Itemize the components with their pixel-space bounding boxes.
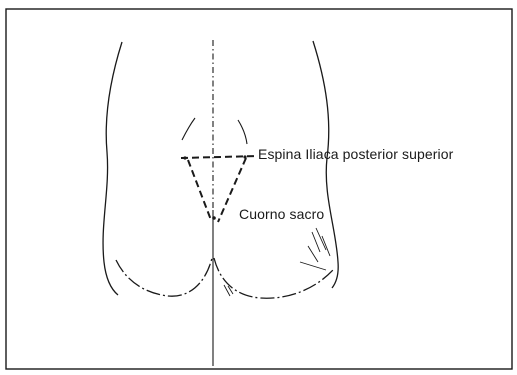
label-posterior-superior-iliac-spine: Espina Iliaca posterior superior [258, 146, 453, 162]
triangle-left-leg [188, 160, 211, 220]
left-body-contour [103, 42, 122, 295]
sacral-cornu-marker [212, 216, 216, 220]
figure-frame [6, 9, 512, 369]
gluteal-hatching-right [300, 228, 330, 270]
sacral-dimple-left [182, 118, 195, 140]
right-body-contour [313, 41, 338, 288]
label-sacral-cornu: Cuorno sacro [239, 206, 324, 222]
psis-right-marker [243, 155, 246, 158]
psis-left-marker [183, 156, 186, 159]
left-buttock-contour [116, 258, 212, 296]
sacral-dimple-right [238, 120, 247, 144]
